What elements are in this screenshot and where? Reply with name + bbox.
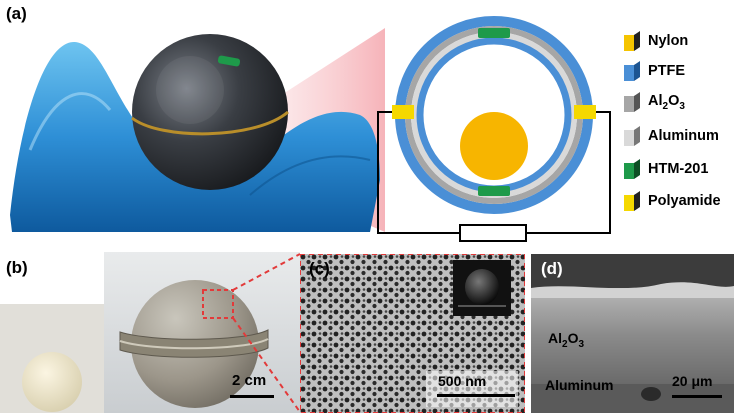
sem-cross-section <box>531 254 734 413</box>
legend-item-aluminum: Aluminum <box>624 124 719 148</box>
left-wire <box>377 111 460 234</box>
aluminum-swatch-icon <box>624 126 640 146</box>
panel-label-a: (a) <box>6 4 27 23</box>
left-polyamide-tab <box>392 105 414 119</box>
panel-label-d: (d) <box>541 259 563 278</box>
wave-ball-illustration <box>10 28 385 232</box>
legend-label: HTM-201 <box>648 161 709 177</box>
scale-label-d: 20 μm <box>672 373 713 389</box>
large-ball-band <box>119 329 269 358</box>
sem-label-al2o3: Al2O3 <box>548 330 585 350</box>
bottom-htm-pad <box>478 186 510 196</box>
legend-item-al2o3: Al2O3 <box>624 90 685 114</box>
right-polyamide-tab <box>574 105 596 119</box>
scale-label-c: 500 nm <box>438 373 487 389</box>
panel-label-c: (c) <box>309 259 330 278</box>
photo-balls <box>0 252 300 413</box>
legend-label: PTFE <box>648 63 686 79</box>
scale-bar-c <box>437 394 515 397</box>
legend-label: Nylon <box>648 33 689 49</box>
water-droplet <box>465 269 499 305</box>
panel-label-b: (b) <box>6 258 28 277</box>
legend-label: Polyamide <box>648 193 721 209</box>
legend-item-polyamide: Polyamide <box>624 189 721 213</box>
ball-highlight <box>156 56 224 124</box>
ball <box>132 34 288 190</box>
zoom-line-top <box>232 253 300 291</box>
legend-label: Aluminum <box>648 128 719 144</box>
htm201-swatch-icon <box>624 159 640 179</box>
legend-item-ptfe: PTFE <box>624 59 685 83</box>
scale-bar-d <box>672 395 722 398</box>
scale-bar-b <box>230 395 274 398</box>
al2o3-swatch-icon <box>624 92 640 112</box>
legend-label: Al2O3 <box>648 92 685 112</box>
oxide-layer <box>531 288 734 384</box>
ball-green-electrode <box>217 55 241 67</box>
sem-label-aluminum: Aluminum <box>545 377 614 393</box>
legend-item-nylon: Nylon <box>624 29 688 53</box>
scale-label-b: 2 cm <box>232 372 267 389</box>
nylon-core <box>460 112 528 180</box>
aluminum-substrate <box>531 384 734 413</box>
water-wave <box>10 41 380 232</box>
ball-equator-band <box>131 110 289 136</box>
polyamide-swatch-icon <box>624 191 640 211</box>
legend-item-htm201: HTM-201 <box>624 157 708 181</box>
sem-porous-surface <box>300 254 525 413</box>
load-resistor <box>459 224 527 242</box>
small-ball <box>22 352 82 412</box>
ptfe-swatch-icon <box>624 61 640 81</box>
zoom-region-box <box>202 289 234 319</box>
nylon-swatch-icon <box>624 31 640 51</box>
top-htm-pad <box>478 28 510 38</box>
cross-section-schematic <box>377 16 611 242</box>
zoom-line-bottom <box>232 317 300 413</box>
